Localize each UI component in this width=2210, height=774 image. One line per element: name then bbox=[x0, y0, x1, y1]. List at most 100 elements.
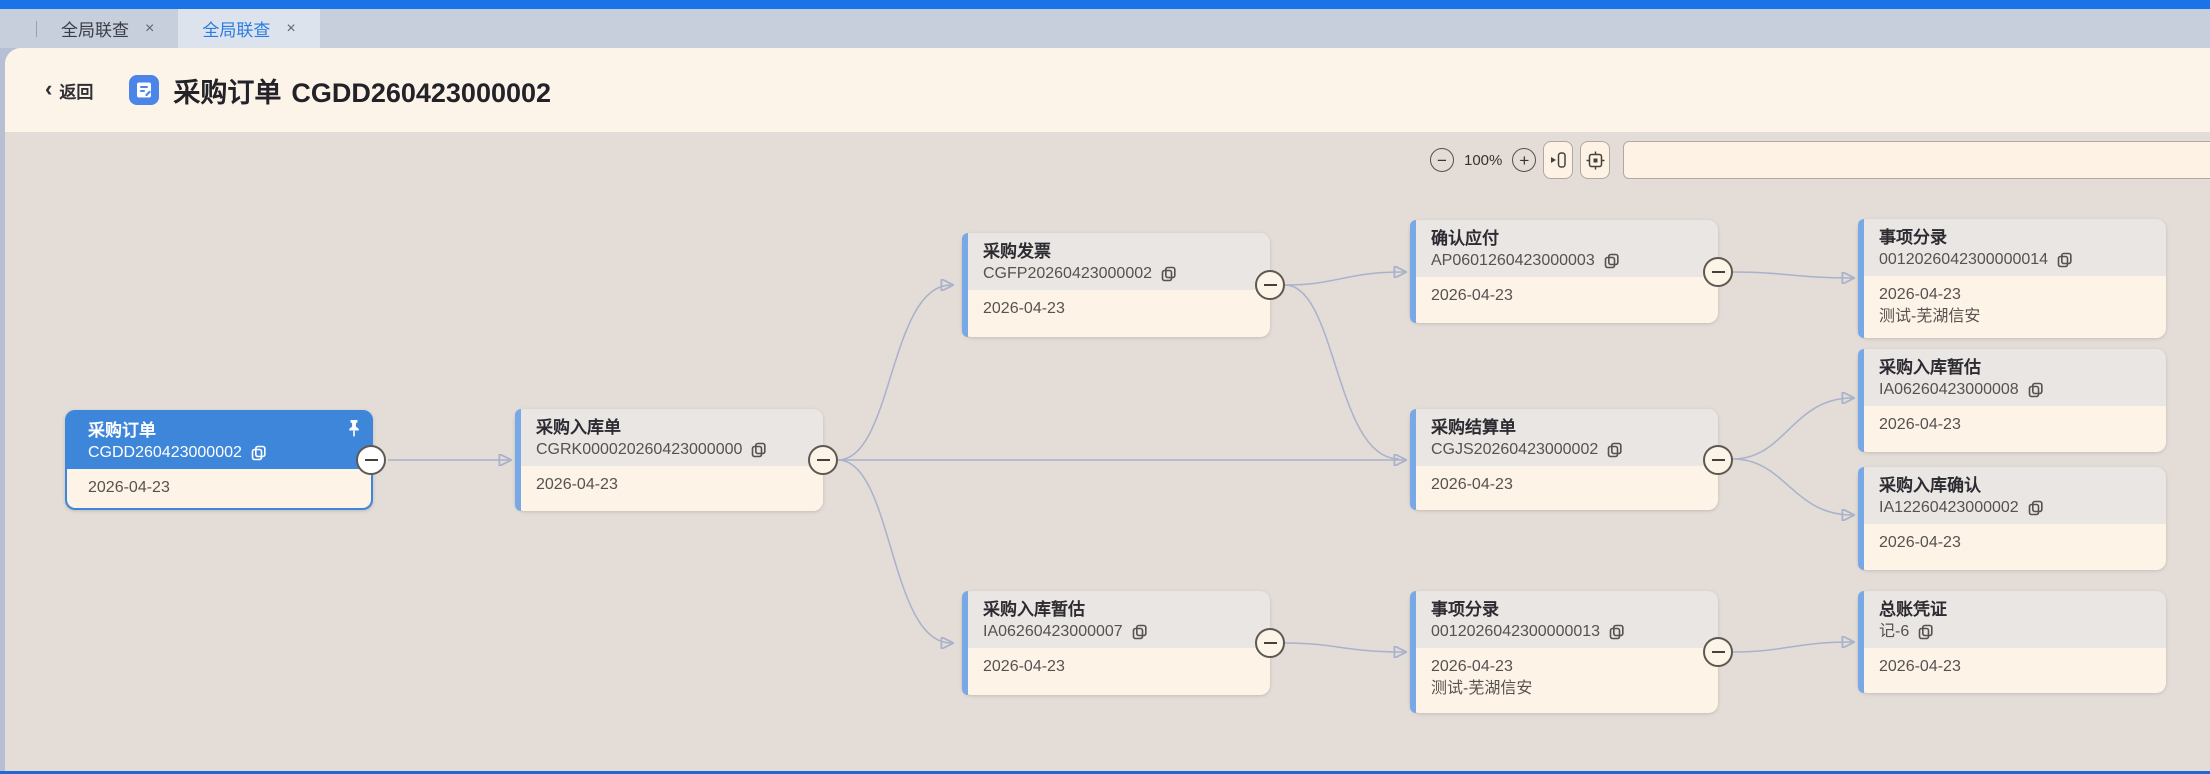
fit-view-button[interactable] bbox=[1543, 141, 1573, 179]
node-event-entry-2[interactable]: 事项分录 0012026042300000013 2026-04-23 测试-芜… bbox=[1410, 591, 1718, 713]
node-header: 采购入库确认 IA12260423000002 bbox=[1858, 467, 2166, 524]
node-title: 确认应付 bbox=[1431, 228, 1706, 249]
node-header: 总账凭证 记-6 bbox=[1858, 591, 2166, 648]
node-title: 采购入库暂估 bbox=[1879, 357, 2154, 378]
locate-center-button[interactable] bbox=[1580, 141, 1610, 179]
node-inbound-estimate-2[interactable]: 采购入库暂估 IA06260423000007 2026-04-23 bbox=[962, 591, 1270, 695]
node-inbound-confirm[interactable]: 采购入库确认 IA12260423000002 2026-04-23 bbox=[1858, 467, 2166, 570]
node-number: CGFP20260423000002 bbox=[983, 264, 1152, 284]
edge-invoice-to-settlement bbox=[1285, 285, 1399, 459]
copy-icon[interactable] bbox=[2028, 382, 2043, 398]
node-date: 2026-04-23 bbox=[983, 656, 1258, 678]
node-inbound-estimate-1[interactable]: 采购入库暂估 IA06260423000008 2026-04-23 bbox=[1858, 349, 2166, 452]
node-purchase-order[interactable]: 采购订单 CGDD260423000002 2026-04-23 bbox=[65, 410, 373, 510]
tab-global-trace-2[interactable]: 全局联查 × bbox=[178, 9, 319, 48]
collapse-toggle[interactable] bbox=[1703, 445, 1733, 475]
copy-icon[interactable] bbox=[751, 442, 766, 458]
node-accent-stripe bbox=[1858, 219, 1864, 338]
node-event-entry-1[interactable]: 事项分录 0012026042300000014 2026-04-23 测试-芜… bbox=[1858, 219, 2166, 338]
page-header: ‹ 返回 采购订单 CGDD260423000002 bbox=[5, 48, 2210, 132]
node-date: 2026-04-23 bbox=[983, 298, 1258, 320]
main-panel: ‹ 返回 采购订单 CGDD260423000002 bbox=[5, 48, 2210, 771]
node-header: 采购订单 CGDD260423000002 bbox=[67, 412, 371, 469]
node-body: 2026-04-23 测试-芜湖信安 bbox=[1410, 648, 1718, 713]
edge-inbound-to-invoice bbox=[838, 285, 951, 460]
node-body: 2026-04-23 bbox=[1858, 524, 2166, 570]
node-accent-stripe bbox=[1858, 349, 1864, 452]
node-date: 2026-04-23 bbox=[1879, 532, 2154, 554]
node-title: 采购入库单 bbox=[536, 417, 811, 438]
node-number: 记-6 bbox=[1879, 622, 1909, 642]
copy-icon[interactable] bbox=[251, 445, 266, 461]
node-body: 2026-04-23 测试-芜湖信安 bbox=[1858, 276, 2166, 338]
node-accent-stripe bbox=[1410, 409, 1416, 510]
node-date: 2026-04-23 bbox=[1431, 656, 1706, 678]
collapse-toggle[interactable] bbox=[808, 445, 838, 475]
tab-global-trace-1[interactable]: 全局联查 × bbox=[37, 9, 178, 48]
locate-center-icon bbox=[1586, 151, 1605, 170]
node-title: 总账凭证 bbox=[1879, 599, 2154, 620]
node-accent-stripe bbox=[1410, 220, 1416, 323]
node-purchase-inbound[interactable]: 采购入库单 CGRK000020260423000000 2026-04-23 bbox=[515, 409, 823, 511]
node-accent-stripe bbox=[962, 591, 968, 695]
edge-payable-to-entry1 bbox=[1733, 272, 1852, 278]
close-icon[interactable]: × bbox=[145, 21, 154, 37]
node-number: IA12260423000002 bbox=[1879, 498, 2019, 518]
node-body: 2026-04-23 bbox=[515, 466, 823, 511]
node-title: 采购入库暂估 bbox=[983, 599, 1258, 620]
doc-number: CGDD260423000002 bbox=[291, 78, 551, 109]
back-button[interactable]: ‹ 返回 bbox=[45, 78, 93, 103]
node-title: 采购入库确认 bbox=[1879, 475, 2154, 496]
close-icon[interactable]: × bbox=[286, 21, 295, 37]
zoom-in-button[interactable]: + bbox=[1512, 148, 1536, 172]
copy-icon[interactable] bbox=[1161, 266, 1176, 282]
edge-estimate2-to-entry2 bbox=[1285, 643, 1404, 652]
canvas-toolbar: − 100% + bbox=[1430, 140, 2210, 180]
edge-inbound-to-estimate2 bbox=[838, 460, 951, 643]
node-number: IA06260423000007 bbox=[983, 622, 1123, 642]
collapse-toggle[interactable] bbox=[1255, 270, 1285, 300]
node-confirm-payable[interactable]: 确认应付 AP0601260423000003 2026-04-23 bbox=[1410, 220, 1718, 323]
trace-graph-canvas[interactable]: − 100% + 采购订单 CGDD260423000002 2026-04-2… bbox=[5, 132, 2210, 771]
node-body: 2026-04-23 bbox=[962, 648, 1270, 695]
node-accent-stripe bbox=[962, 233, 968, 337]
node-header: 确认应付 AP0601260423000003 bbox=[1410, 220, 1718, 277]
copy-icon[interactable] bbox=[2057, 252, 2072, 268]
copy-icon[interactable] bbox=[1607, 442, 1622, 458]
node-body: 2026-04-23 bbox=[67, 469, 371, 508]
copy-icon[interactable] bbox=[1609, 624, 1624, 640]
node-header: 事项分录 0012026042300000013 bbox=[1410, 591, 1718, 648]
node-header: 采购结算单 CGJS20260423000002 bbox=[1410, 409, 1718, 466]
collapse-toggle[interactable] bbox=[1703, 637, 1733, 667]
node-header: 事项分录 0012026042300000014 bbox=[1858, 219, 2166, 276]
node-purchase-invoice[interactable]: 采购发票 CGFP20260423000002 2026-04-23 bbox=[962, 233, 1270, 337]
collapse-toggle[interactable] bbox=[356, 445, 386, 475]
collapse-toggle[interactable] bbox=[1703, 257, 1733, 287]
pin-icon[interactable] bbox=[346, 419, 362, 442]
copy-icon[interactable] bbox=[1604, 253, 1619, 269]
node-gl-voucher[interactable]: 总账凭证 记-6 2026-04-23 bbox=[1858, 591, 2166, 693]
node-accent-stripe bbox=[1858, 591, 1864, 693]
copy-icon[interactable] bbox=[1132, 624, 1147, 640]
node-accent-stripe bbox=[515, 409, 521, 511]
node-number: CGJS20260423000002 bbox=[1431, 440, 1598, 460]
node-header: 采购入库单 CGRK000020260423000000 bbox=[515, 409, 823, 466]
node-body: 2026-04-23 bbox=[1410, 466, 1718, 510]
search-input[interactable] bbox=[1623, 141, 2210, 179]
chevron-left-icon: ‹ bbox=[45, 76, 52, 102]
tab-label: 全局联查 bbox=[202, 16, 270, 41]
edge-settlement-to-confirm bbox=[1733, 459, 1852, 515]
node-date: 2026-04-23 bbox=[1879, 414, 2154, 436]
edge-entry2-to-voucher bbox=[1733, 642, 1852, 652]
copy-icon[interactable] bbox=[2028, 500, 2043, 516]
node-number: CGDD260423000002 bbox=[88, 443, 242, 463]
node-title: 采购订单 bbox=[88, 420, 359, 441]
node-body: 2026-04-23 bbox=[1858, 406, 2166, 452]
node-title: 事项分录 bbox=[1879, 227, 2154, 248]
node-purchase-settlement[interactable]: 采购结算单 CGJS20260423000002 2026-04-23 bbox=[1410, 409, 1718, 510]
collapse-toggle[interactable] bbox=[1255, 628, 1285, 658]
copy-icon[interactable] bbox=[1918, 624, 1933, 640]
node-header: 采购入库暂估 IA06260423000008 bbox=[1858, 349, 2166, 406]
node-body: 2026-04-23 bbox=[1410, 277, 1718, 323]
zoom-out-button[interactable]: − bbox=[1430, 148, 1454, 172]
